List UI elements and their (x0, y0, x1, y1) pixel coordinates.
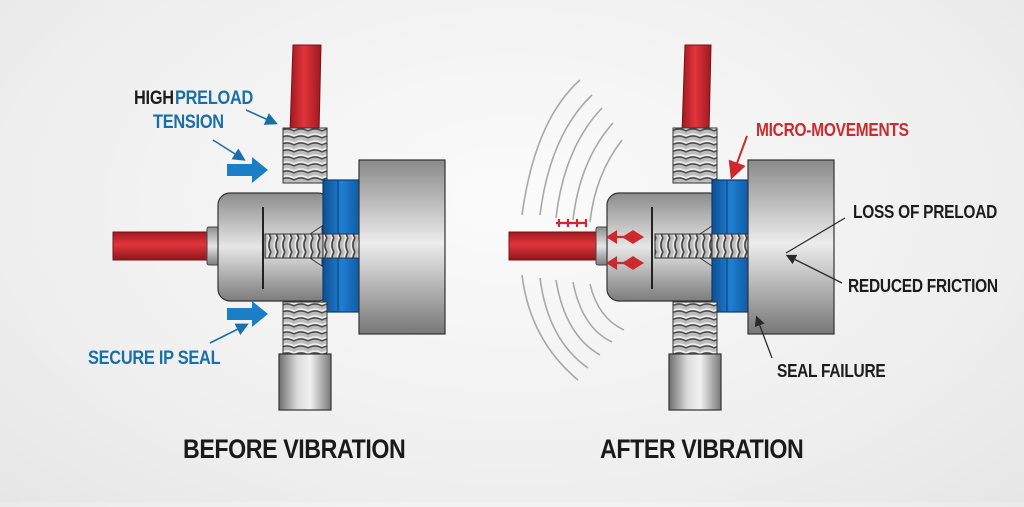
label-reduced-friction: REDUCED FRICTION (848, 276, 998, 296)
micro-motion-arrows-icon (556, 219, 645, 270)
label-tension: TENSION (153, 112, 224, 133)
label-loss-of-preload: LOSS OF PRELOAD (853, 202, 998, 222)
bottom-plug (278, 353, 332, 411)
left-cable (112, 231, 212, 261)
after-panel (508, 44, 846, 411)
top-thread (282, 127, 328, 184)
label-secure-ip-seal: SECURE IP SEAL (88, 348, 221, 369)
caption-after-vibration: AFTER VIBRATION (600, 434, 804, 464)
label-high: HIGH (134, 88, 174, 109)
label-seal-failure: SEAL FAILURE (777, 361, 886, 381)
force-arrow-bottom-icon (227, 301, 268, 327)
bottom-thread (282, 301, 328, 358)
vibration-waves-icon (521, 79, 625, 381)
label-preload: PRELOAD (175, 88, 254, 109)
force-arrow-top-icon (227, 157, 268, 183)
end-cap (358, 159, 446, 335)
top-cable (289, 44, 322, 133)
label-micro-movements: MICRO-MOVEMENTS (756, 120, 909, 140)
caption-before-vibration: BEFORE VIBRATION (183, 434, 406, 464)
before-panel (112, 44, 446, 411)
